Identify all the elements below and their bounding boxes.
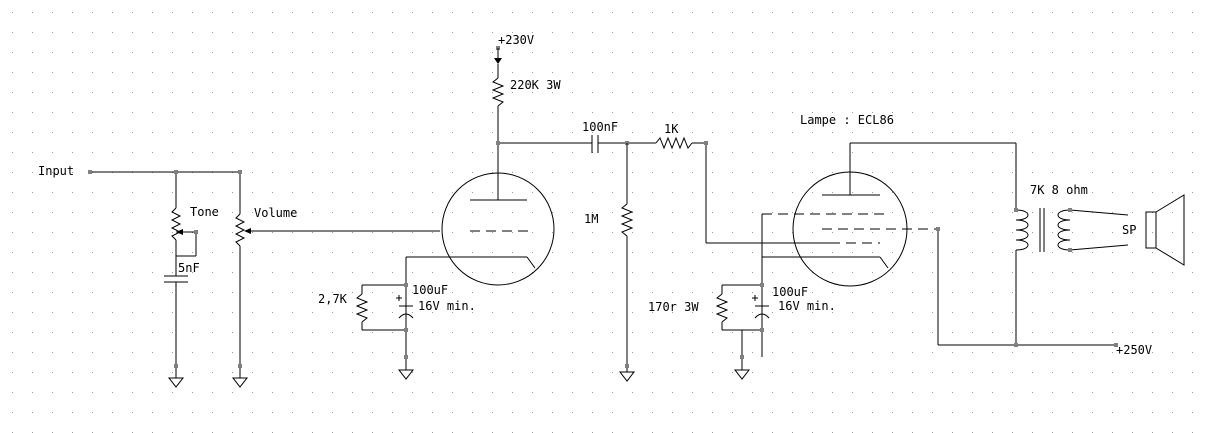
cathode-cap-2-value-label: 100uF xyxy=(772,285,808,299)
ground-symbol-cathode-2 xyxy=(733,357,751,380)
speaker-symbol xyxy=(1145,194,1185,266)
output-transformer xyxy=(1015,208,1129,345)
b-plus-label: +230V xyxy=(498,33,534,47)
tone-capacitor xyxy=(164,256,188,366)
supply-node xyxy=(1114,343,1118,347)
ground-symbol-cathode-1 xyxy=(397,357,415,380)
grid-stopper-resistor xyxy=(655,136,830,244)
supply-250-label: +250V xyxy=(1116,343,1152,357)
triode-tube xyxy=(406,172,555,286)
input-node xyxy=(88,170,92,174)
coupling-cap-label: 100nF xyxy=(582,120,618,134)
junction-nodes xyxy=(174,141,1072,368)
transformer-label: 7K 8 ohm xyxy=(1030,183,1088,197)
plate-resistor xyxy=(491,48,505,200)
speaker-label: SP xyxy=(1122,223,1136,237)
cathode-network-1 xyxy=(355,257,414,357)
cathode-cap-1-value-label: 100uF xyxy=(412,283,448,297)
input-label: Input xyxy=(38,164,74,178)
tube-type-label: Lampe : ECL86 xyxy=(800,113,894,127)
tone-label: Tone xyxy=(190,205,219,219)
grid-resistor xyxy=(620,143,634,366)
tone-cap-label: 5nF xyxy=(178,261,200,275)
tone-potentiometer xyxy=(170,172,197,257)
cathode-resistor-2-label: 170r 3W xyxy=(648,300,699,314)
grid-stopper-label: 1K xyxy=(664,122,679,136)
grid-resistor-label: 1M xyxy=(584,212,598,226)
screen-grid-node xyxy=(936,227,940,231)
cathode-resistor-1-label: 2,7K xyxy=(318,292,348,306)
cathode-cap-1-rating-label: 16V min. xyxy=(418,299,476,313)
pentode-tube xyxy=(762,143,938,287)
screen-grid-wire xyxy=(937,229,1116,346)
plate-resistor-label: 220K 3W xyxy=(510,78,561,92)
volume-potentiometer xyxy=(234,172,440,366)
cathode-cap-2-rating-label: 16V min. xyxy=(778,299,836,313)
volume-label: Volume xyxy=(254,206,297,220)
pentode-plate-wire xyxy=(850,142,1017,210)
